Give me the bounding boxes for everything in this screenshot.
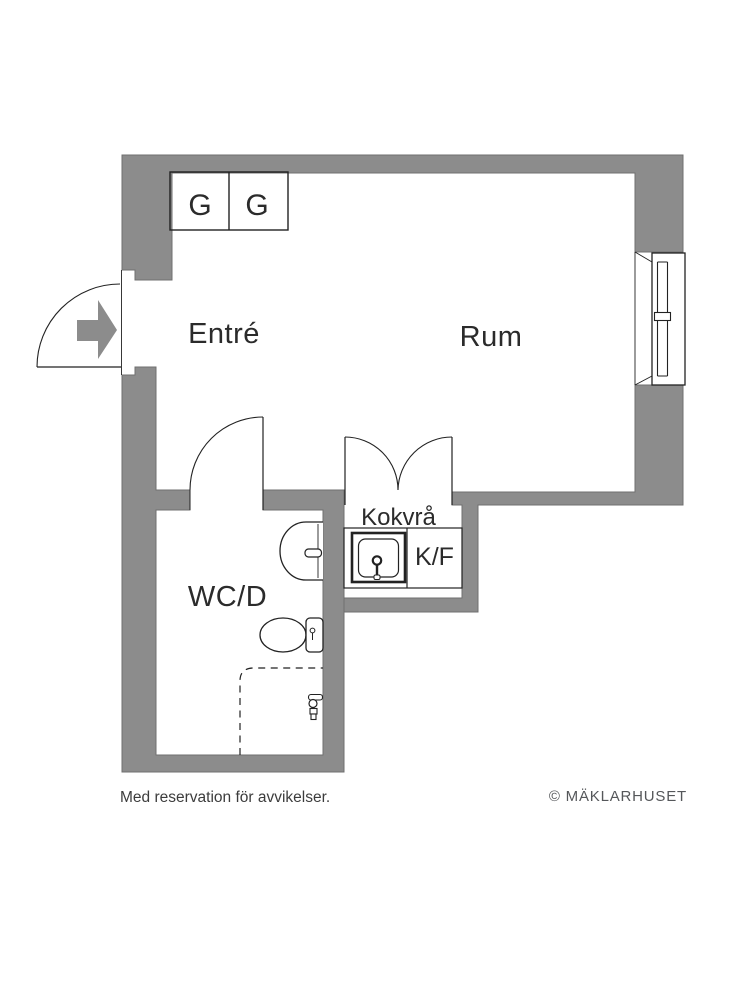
kitchen-faucet-icon	[371, 555, 383, 566]
shower-mixer-foot	[310, 713, 317, 721]
kitchen-faucet-base	[373, 574, 381, 580]
shower-mixer-knob	[308, 698, 318, 709]
shower-mixer-body	[309, 707, 318, 715]
closets: G G	[169, 171, 289, 231]
kokvra-door-arc-right	[397, 436, 453, 491]
washbasin-faucet-icon	[304, 548, 323, 558]
closet-right-label: G	[245, 189, 268, 222]
kokvra-doors	[344, 436, 453, 505]
kokvra-door-arc-left	[344, 436, 399, 491]
toilet-tank	[305, 617, 324, 653]
window	[634, 251, 686, 386]
window-mullion	[653, 311, 672, 322]
entrance-door-swing-arc	[36, 283, 121, 368]
wall-left-lower-and-wcd	[121, 366, 345, 773]
wcd-fixtures	[239, 521, 324, 755]
shower-mixer-icon	[307, 693, 324, 721]
kokvra-counter: K/F	[343, 527, 463, 589]
toilet-bowl	[259, 617, 307, 653]
room-label-wcd: WC/D	[188, 581, 267, 613]
walls	[121, 154, 684, 773]
footer-copyright: © MÄKLARHUSET	[549, 788, 687, 805]
wall-top-right-upperleft	[121, 154, 684, 281]
room-label-entre: Entré	[188, 318, 260, 350]
closet-left-label: G	[188, 189, 211, 222]
shower-mixer-bar	[307, 693, 324, 701]
wcd-door	[189, 416, 264, 510]
entrance-arrow-icon	[77, 300, 117, 359]
window-reveal-bottom	[634, 375, 653, 386]
window-reveal-top	[634, 251, 653, 263]
footer: Med reservation för avvikelser. © MÄKLAR…	[120, 788, 687, 806]
toilet-flush-icon	[309, 627, 316, 634]
washbasin	[279, 521, 323, 581]
room-labels: Entré Rum WC/D Kokvrå	[188, 318, 523, 613]
room-label-kokvra: Kokvrå	[361, 504, 436, 531]
wcd-door-swing-arc	[189, 416, 264, 491]
fridge-freezer-label: K/F	[415, 543, 454, 571]
footer-disclaimer: Med reservation för avvikelser.	[120, 789, 330, 806]
entrance-door	[36, 270, 122, 375]
room-label-rum: Rum	[460, 321, 523, 353]
